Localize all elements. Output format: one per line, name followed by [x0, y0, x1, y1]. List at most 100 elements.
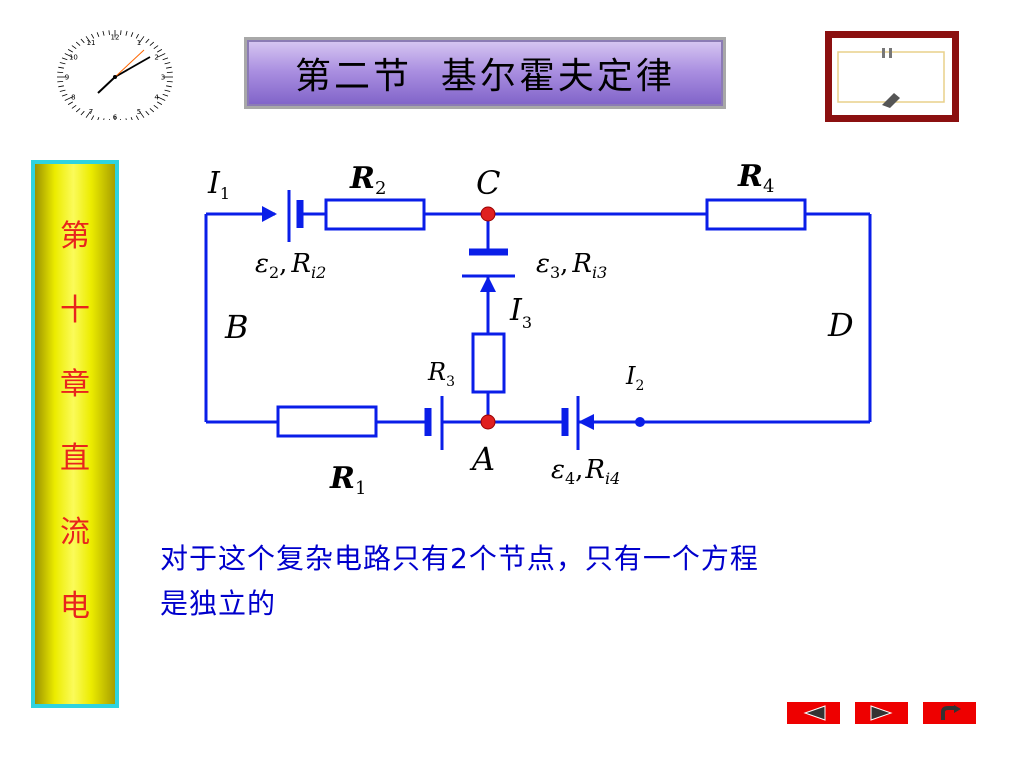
- return-arrow-icon: [940, 705, 961, 720]
- clock-tick: [64, 96, 73, 101]
- return-button[interactable]: [923, 702, 976, 724]
- prev-slide-button[interactable]: [787, 702, 840, 724]
- label-r3: R3: [427, 358, 455, 390]
- label-r1: R1: [329, 461, 366, 499]
- left-triangle-icon: [802, 705, 825, 721]
- clock-number: 5: [137, 108, 141, 116]
- clock-tick: [164, 62, 171, 65]
- clock-tick: [58, 66, 64, 69]
- clock-tick: [120, 30, 122, 35]
- node-c: [480, 206, 496, 222]
- clock-tick: [139, 36, 145, 44]
- clock-tick: [139, 110, 145, 118]
- label-node-a: A: [469, 440, 495, 478]
- clock-tick: [97, 117, 100, 120]
- clock-icon: 121234567891011: [57, 30, 173, 120]
- chapter-char: 章: [60, 367, 90, 402]
- clock-tick: [57, 81, 64, 83]
- clock-number: 2: [154, 54, 158, 62]
- clock-tick: [103, 118, 105, 120]
- chapter-char: 流: [60, 515, 90, 550]
- clock-tick: [58, 85, 64, 88]
- current-arrow-i2: [578, 414, 594, 430]
- resistor-r3: [471, 332, 506, 394]
- statement-line-1: 对于这个复杂电路只有2个节点，只有一个方程: [160, 542, 759, 575]
- chapter-char: 直: [60, 441, 90, 476]
- label-node-d: D: [827, 306, 854, 344]
- resistor-r4: [705, 198, 807, 231]
- title-banner: 第二节 基尔霍夫定律: [244, 37, 726, 109]
- clock-tick: [64, 53, 73, 58]
- chapter-char: 第: [60, 219, 90, 254]
- clock-tick: [157, 53, 166, 58]
- clock-tick: [125, 118, 127, 120]
- clock-tick: [135, 115, 139, 120]
- clock-tick: [91, 115, 95, 120]
- statement-line-2: 是独立的: [160, 587, 277, 620]
- clock-tick: [59, 62, 66, 65]
- switch-circuit-icon: [837, 48, 945, 108]
- clock-tick: [57, 71, 64, 73]
- label-r2: R2: [349, 161, 386, 199]
- clock-tick: [130, 32, 134, 37]
- clock-tick: [91, 33, 95, 39]
- page-title: 第二节 基尔霍夫定律: [295, 56, 675, 97]
- clock-tick: [145, 38, 150, 44]
- clock-tick: [162, 93, 169, 97]
- clock-tick: [166, 71, 173, 73]
- clock-tick: [145, 110, 150, 116]
- clock-tick: [61, 57, 68, 61]
- next-slide-button[interactable]: [855, 702, 908, 724]
- label-e3-ri3: ε3,Ri3: [536, 249, 607, 282]
- clock-tick: [166, 81, 173, 83]
- clock-number: 9: [65, 74, 69, 82]
- clock-tick: [96, 32, 100, 37]
- clock-second-hand: [114, 49, 145, 78]
- clock-tick: [61, 93, 68, 97]
- clock-tick: [75, 108, 81, 113]
- chapter-char: 电: [60, 589, 90, 624]
- clock-tick: [157, 96, 166, 101]
- label-node-b: B: [224, 308, 249, 346]
- clock-tick: [102, 30, 105, 36]
- clock-tick: [75, 41, 81, 46]
- clock-tick: [80, 110, 85, 116]
- clock-tick: [80, 38, 85, 44]
- clock-number: 10: [69, 54, 78, 62]
- clock-number: 1: [137, 39, 141, 47]
- battery-e2: [287, 190, 304, 242]
- clock-tick: [120, 119, 122, 120]
- label-e4-ri4: ε4,Ri4: [551, 455, 620, 488]
- clock-tick: [130, 117, 133, 120]
- clock-tick: [108, 30, 110, 35]
- clock-number: 3: [161, 74, 165, 82]
- clock-number: 4: [154, 94, 159, 102]
- right-triangle-icon: [870, 705, 893, 721]
- clock-number: 7: [89, 108, 93, 116]
- home-logo-button[interactable]: [825, 31, 959, 122]
- label-i2: I2: [625, 362, 644, 394]
- circuit-diagram: I1 R2 C R4 ε2,Ri2 ε3,Ri3 I3 B D R3 I2 A …: [204, 159, 872, 499]
- node-a: [480, 414, 496, 430]
- clock-tick: [157, 101, 163, 105]
- clock-tick: [67, 49, 73, 53]
- clock-number: 11: [87, 39, 96, 47]
- battery-e1: [424, 396, 444, 450]
- clock-tick: [162, 57, 169, 61]
- clock-tick: [67, 101, 73, 105]
- label-r4: R4: [737, 159, 774, 197]
- label-i1: I1: [207, 166, 230, 203]
- chapter-char: 十: [60, 293, 90, 328]
- clock-tick: [153, 104, 159, 109]
- clock-tick: [85, 36, 91, 44]
- clock-minute-hand: [114, 56, 151, 78]
- label-i3: I3: [509, 293, 532, 332]
- clock-tick: [125, 30, 128, 36]
- label-e2-ri2: ε2,Ri2: [255, 249, 326, 282]
- clock-tick: [149, 41, 155, 46]
- clock-tick: [166, 85, 172, 88]
- current-arrow-i1: [262, 206, 277, 222]
- clock-tick: [108, 119, 110, 120]
- resistor-r2: [324, 198, 426, 231]
- clock-tick: [71, 104, 77, 109]
